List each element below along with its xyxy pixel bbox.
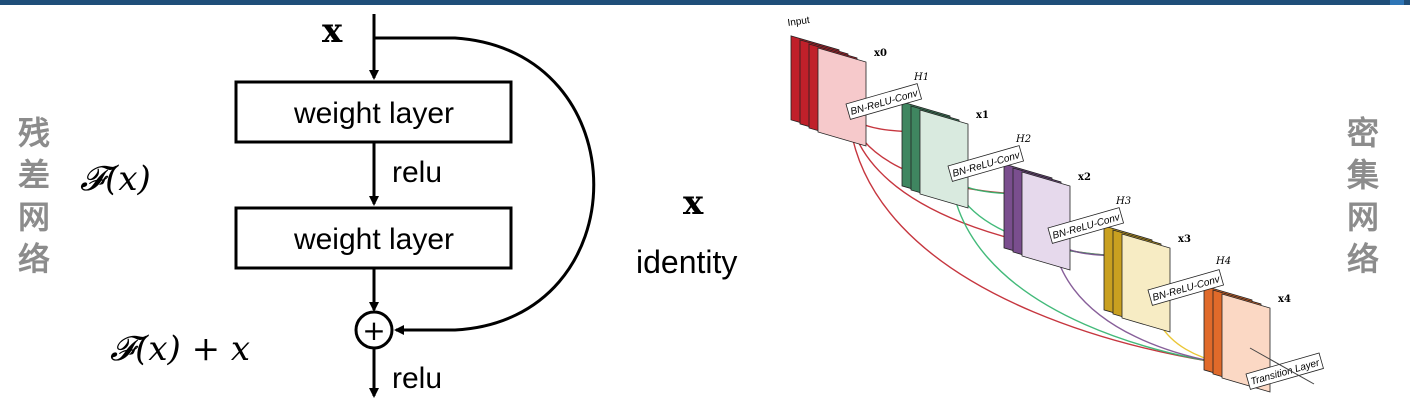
residual-label-char: 残	[17, 114, 50, 152]
feature-map-label: x4	[1278, 294, 1291, 305]
top-accent-bar	[0, 0, 1410, 5]
identity-label: identity	[636, 244, 737, 280]
dense-label-char: 密	[1346, 114, 1379, 152]
dense-network-label: 密 集 网 络	[1343, 112, 1383, 280]
feature-map-plane	[1121, 233, 1171, 333]
relu-label-2: relu	[392, 362, 442, 395]
residual-label-char: 差	[17, 156, 50, 194]
feature-map-plane	[919, 109, 969, 209]
identity-skip-connection	[374, 36, 596, 335]
feature-map-label: x2	[1078, 172, 1091, 183]
sum-label: 𝓕(x) + x	[110, 329, 250, 369]
relu-label-1: relu	[392, 156, 442, 189]
h-function-label: H4	[1215, 256, 1231, 267]
residual-network-label: 残 差 网 络	[14, 112, 54, 280]
residual-label-char: 网	[17, 198, 50, 236]
dense-label-char: 络	[1346, 240, 1379, 278]
skip-x-label: x	[683, 183, 704, 223]
residual-label-char: 络	[17, 240, 50, 278]
weight-layer-label-2: weight layer	[293, 223, 454, 256]
bn-relu-conv-rect	[947, 145, 1025, 182]
bn-relu-conv-rect	[845, 83, 923, 120]
feature-map-label: x0	[874, 48, 887, 59]
feature-map-stacks	[790, 35, 1271, 393]
weight-layer-label-1: weight layer	[293, 97, 454, 130]
feature-map-label: x3	[1178, 234, 1191, 245]
h-function-label: H2	[1015, 134, 1031, 145]
top-accent-bar-end	[1390, 0, 1404, 5]
transition-arrow	[1249, 347, 1315, 385]
feature-map-label: x1	[976, 110, 989, 121]
feature-map-plane	[817, 47, 867, 147]
bn-relu-conv-rect	[1047, 207, 1125, 244]
fx-label: 𝓕(x)	[80, 159, 151, 199]
residual-input-x: x	[322, 11, 343, 51]
h-function-label: H1	[913, 72, 929, 83]
feature-map-plane	[1221, 293, 1271, 393]
h-function-label: H3	[1115, 196, 1131, 207]
dense-label-char: 集	[1346, 156, 1379, 194]
feature-map-plane	[1021, 171, 1071, 271]
dense-label-char: 网	[1346, 198, 1379, 236]
weight-layer-box-1	[234, 80, 513, 144]
bn-relu-conv-rect	[1147, 269, 1225, 306]
plus-sign: +	[362, 314, 385, 347]
transition-layer-rect	[1245, 352, 1324, 390]
input-label: Input	[787, 15, 811, 29]
